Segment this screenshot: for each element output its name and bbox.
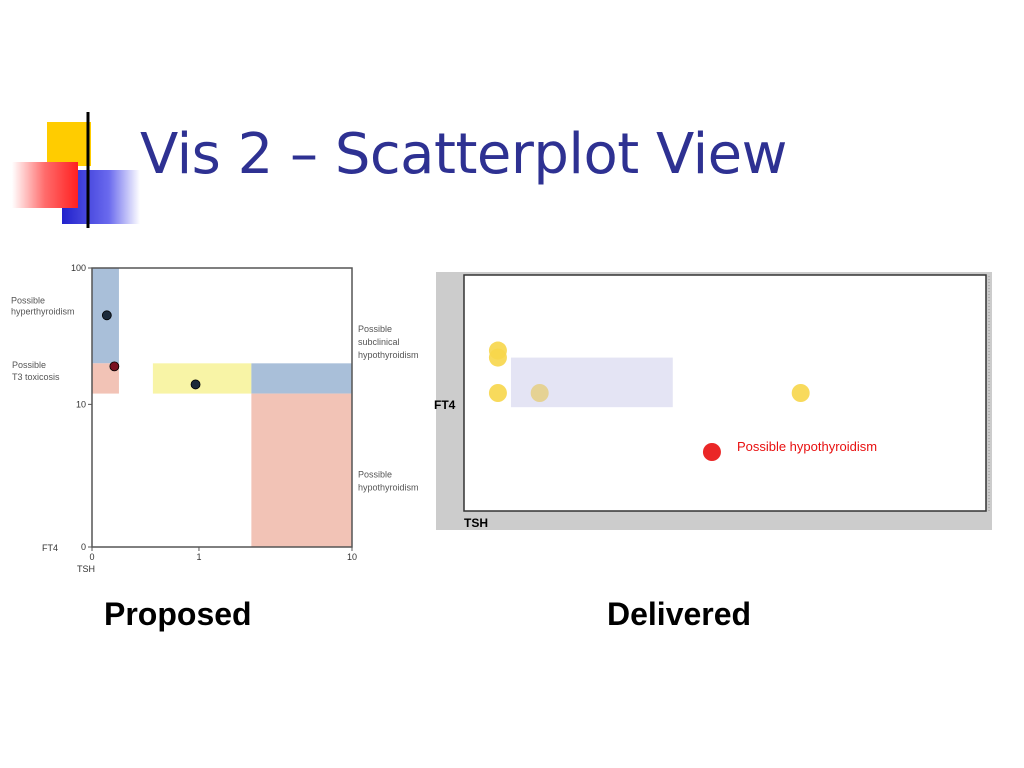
plot-frame (91, 267, 353, 548)
y-tick-label-0: 0 (81, 542, 86, 552)
slide-logo-graphic (12, 112, 140, 228)
data-point-1 (109, 361, 120, 372)
caption-proposed: Proposed (104, 596, 252, 632)
region-4 (251, 393, 352, 547)
data-point-4 (791, 384, 810, 402)
region-2 (152, 363, 252, 394)
data-point-2 (488, 384, 507, 402)
region-3 (251, 363, 352, 394)
x-axis-label: TSH (77, 564, 95, 574)
data-point-2 (190, 379, 201, 390)
data-point-5 (702, 443, 721, 461)
y-axis-label: FT4 (42, 543, 58, 553)
x-tick-label-1: 1 (196, 552, 201, 562)
logo-yellow-square (47, 122, 91, 166)
x-tick-label-2: 10 (347, 552, 357, 562)
logo-red-square (12, 162, 78, 208)
caption-delivered: Delivered (607, 596, 752, 632)
data-point-0 (101, 310, 112, 321)
data-point-label-5: Possible hypothyroidism (737, 439, 877, 454)
slide-title: Vis 2 – Scatterplot View (140, 122, 787, 187)
x-tick-label-0: 0 (89, 552, 94, 562)
data-point-1 (488, 348, 507, 367)
x-axis-label: TSH (464, 516, 488, 530)
y-tick-label-2: 100 (71, 263, 86, 273)
data-point-3 (530, 384, 549, 402)
y-axis-label: FT4 (434, 398, 456, 412)
y-tick-label-1: 10 (76, 399, 86, 409)
